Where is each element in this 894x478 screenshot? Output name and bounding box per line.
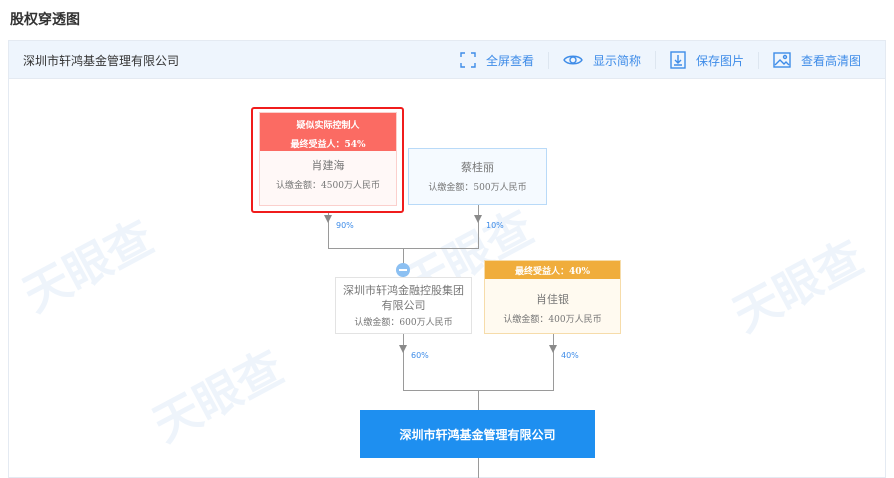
tool-label: 显示简称 xyxy=(592,53,641,68)
arrow-icon xyxy=(399,345,407,353)
chart-header: 深圳市轩鸿基金管理有限公司 全屏查看 显示简称 保存图片 查看高清图 xyxy=(9,41,885,79)
arrow-icon xyxy=(324,215,332,223)
shareholder-node[interactable]: 深圳市轩鸿金融控股集团有限公司 认缴金额：600万人民币 xyxy=(335,277,472,334)
subscribed-amount: 认缴金额：400万人民币 xyxy=(503,315,602,325)
subscribed-amount: 认缴金额：4500万人民币 xyxy=(276,181,380,191)
eye-icon xyxy=(563,55,583,65)
image-icon xyxy=(773,52,791,68)
watermark: 天眼查 xyxy=(14,209,162,323)
share-percent: 40% xyxy=(561,351,579,360)
shareholder-node[interactable]: 最终受益人：40% 肖佳银 认缴金额：400万人民币 xyxy=(484,260,621,334)
shareholder-name: 深圳市轩鸿金融控股集团有限公司 xyxy=(343,284,464,312)
arrow-icon xyxy=(549,345,557,353)
shareholder-name: 肖建海 xyxy=(311,159,345,172)
company-name: 深圳市轩鸿基金管理有限公司 xyxy=(399,427,556,442)
shareholder-node[interactable]: 疑似实际控制人 最终受益人：54% 肖建海 认缴金额：4500万人民币 xyxy=(259,112,397,206)
fullscreen-icon xyxy=(460,52,476,68)
page-title: 股权穿透图 xyxy=(10,12,80,28)
view-hd-button[interactable]: 查看高清图 xyxy=(757,51,875,69)
arrow-icon xyxy=(474,215,482,223)
target-company-node[interactable]: 深圳市轩鸿基金管理有限公司 xyxy=(360,410,595,458)
subscribed-amount: 认缴金额：500万人民币 xyxy=(428,183,527,193)
download-icon xyxy=(670,51,686,69)
tool-label: 查看高清图 xyxy=(800,53,861,68)
company-name: 深圳市轩鸿基金管理有限公司 xyxy=(23,54,180,68)
tool-label: 保存图片 xyxy=(695,53,744,68)
share-percent: 90% xyxy=(336,221,354,230)
save-image-button[interactable]: 保存图片 xyxy=(654,51,758,69)
show-abbreviation-button[interactable]: 显示简称 xyxy=(547,51,655,69)
controller-tag: 疑似实际控制人 xyxy=(296,121,360,131)
tool-label: 全屏查看 xyxy=(485,53,534,68)
equity-chart-panel: 深圳市轩鸿基金管理有限公司 全屏查看 显示简称 保存图片 查看高清图 天眼查 天… xyxy=(8,40,886,478)
shareholder-name: 蔡桂丽 xyxy=(461,161,494,174)
watermark: 天眼查 xyxy=(144,339,292,453)
shareholder-node[interactable]: 蔡桂丽 认缴金额：500万人民币 xyxy=(408,148,547,205)
subscribed-amount: 认缴金额：600万人民币 xyxy=(354,318,453,328)
watermark: 天眼查 xyxy=(724,229,872,343)
share-percent: 10% xyxy=(486,221,504,230)
highlight-frame xyxy=(251,107,404,213)
beneficiary-tag: 最终受益人：54% xyxy=(290,140,366,150)
share-percent: 60% xyxy=(411,351,429,360)
collapse-toggle[interactable] xyxy=(396,263,410,277)
fullscreen-button[interactable]: 全屏查看 xyxy=(446,52,548,69)
beneficiary-tag: 最终受益人：40% xyxy=(514,267,591,277)
shareholder-name: 肖佳银 xyxy=(536,293,569,306)
